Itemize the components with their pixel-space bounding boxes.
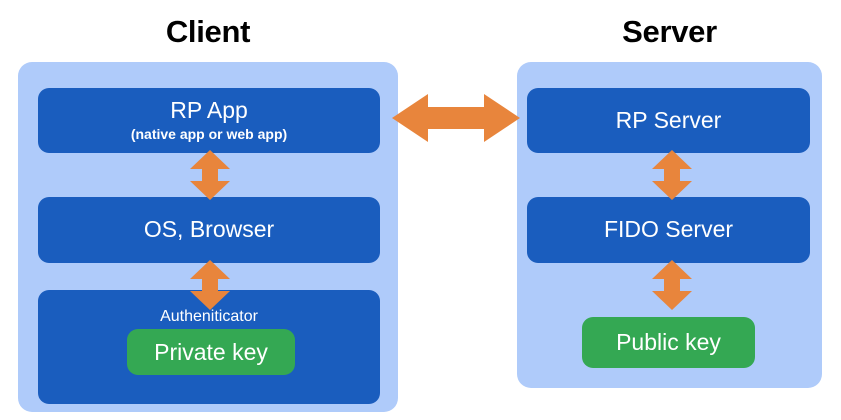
- double-arrow-vertical-icon-fido-server-public-key: [650, 260, 694, 310]
- os-browser-title: OS, Browser: [143, 216, 275, 243]
- double-arrow-vertical-icon-os-browser-authenticator: [188, 260, 232, 310]
- fido-server-title: FIDO Server: [603, 216, 734, 243]
- rp-app-subtitle: (native app or web app): [130, 125, 288, 142]
- rp-app-title: RP App: [170, 97, 248, 124]
- client-column-heading: Client: [165, 14, 251, 49]
- public-key-label: Public key: [616, 329, 721, 355]
- rp-app-box[interactable]: RP App (native app or web app): [38, 88, 380, 153]
- rp-server-title: RP Server: [615, 106, 722, 133]
- private-key-chip[interactable]: Private key: [127, 329, 295, 375]
- os-browser-box[interactable]: OS, Browser: [38, 197, 380, 263]
- authenticator-title: Autheniticator: [160, 308, 258, 325]
- double-arrow-vertical-icon-rp-app-os-browser: [188, 150, 232, 200]
- fido-server-box[interactable]: FIDO Server: [527, 197, 810, 263]
- server-column-heading: Server: [622, 14, 717, 49]
- double-arrow-vertical-icon-rp-server-fido-server: [650, 150, 694, 200]
- public-key-chip[interactable]: Public key: [582, 317, 755, 368]
- double-arrow-horizontal-icon-client-server: [392, 92, 520, 144]
- rp-server-box[interactable]: RP Server: [527, 88, 810, 153]
- private-key-label: Private key: [154, 338, 268, 365]
